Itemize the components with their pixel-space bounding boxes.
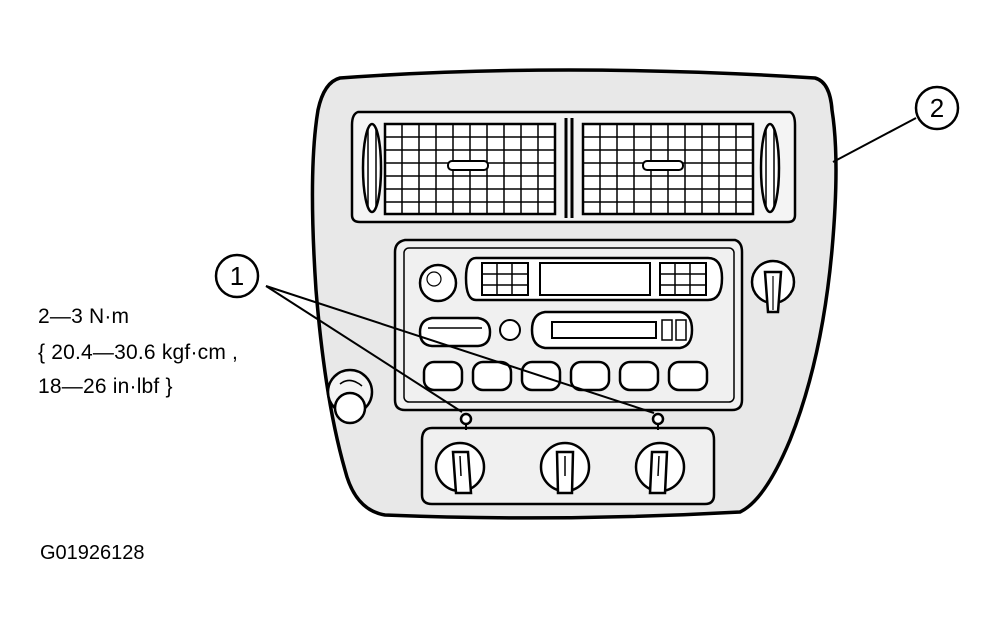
left-vent-grille [383, 122, 557, 216]
preset-button [422, 360, 464, 392]
right-vent-grille [581, 122, 755, 216]
right-switch-knob [750, 259, 796, 314]
left-vent-tab [447, 160, 489, 171]
screw-left [459, 412, 473, 430]
volume-knob [418, 263, 458, 303]
small-round-button [499, 319, 521, 341]
torque-spec-nm: 2—3 N·m [38, 305, 130, 328]
display-window [539, 262, 651, 296]
screw-right [651, 412, 665, 430]
preset-button [569, 360, 611, 392]
leader-line-screw-left [265, 285, 463, 413]
leader-line-bezel [832, 117, 917, 163]
eject-button [418, 316, 492, 348]
climate-knob-left [434, 441, 486, 495]
callout-2-marker: 2 [914, 85, 960, 131]
preset-button [618, 360, 660, 392]
left-button-grid [481, 262, 529, 296]
left-switch-knob [326, 368, 374, 425]
left-side-louver [361, 122, 383, 214]
torque-spec-inlbf: 18—26 in·lbf } [38, 375, 173, 398]
callout-1-number: 1 [230, 261, 244, 291]
preset-button [471, 360, 513, 392]
right-vent-tab [642, 160, 684, 171]
torque-spec-kgfcm: { 20.4—30.6 kgf·cm , [38, 341, 239, 364]
right-side-louver [759, 122, 781, 214]
climate-knob-center [539, 441, 591, 495]
air-vent-assembly [350, 110, 797, 224]
leader-line-screw-right [265, 285, 655, 414]
climate-knob-right [634, 441, 686, 495]
callout-2-number: 2 [930, 93, 944, 123]
callout-1-marker: 1 [214, 253, 260, 299]
preset-button [667, 360, 709, 392]
audio-unit [393, 238, 744, 412]
figure-id: G01926128 [40, 542, 145, 564]
climate-control-panel [420, 426, 716, 506]
right-button-grid [659, 262, 707, 296]
cassette-slot [551, 321, 657, 339]
